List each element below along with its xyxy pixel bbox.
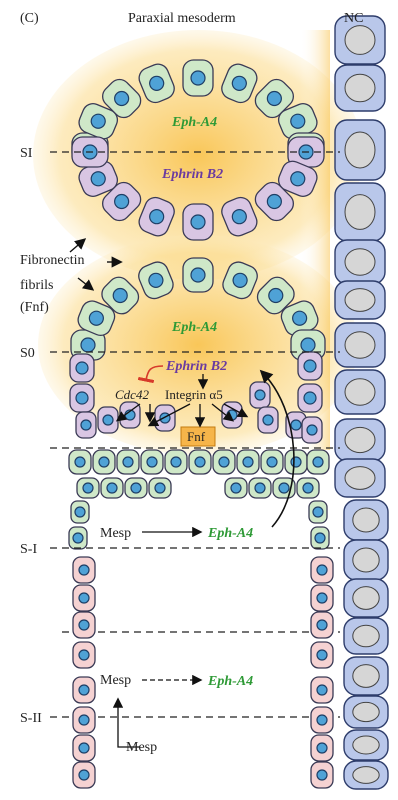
presomitic-cell: [73, 677, 95, 703]
mesp-label-3: Mesp: [126, 740, 157, 755]
neural-crest-cell: [335, 281, 385, 319]
eph-a4-cell: [125, 478, 147, 498]
neural-crest-cell: [335, 419, 385, 461]
presomitic-cell: [311, 557, 333, 583]
presomitic-cell: [73, 642, 95, 668]
ephrin-b2-cell: [250, 382, 270, 408]
neural-crest-cell: [335, 323, 385, 367]
presomitic-cell: [311, 642, 333, 668]
neural-crest-cell: [344, 761, 388, 789]
eph-a4-cell: [225, 478, 247, 498]
presomitic-cell: [311, 612, 333, 638]
neural-crest-cell: [344, 618, 388, 654]
eph-a4-S-II: Eph-A4: [207, 674, 253, 689]
eph-a4-cell: [69, 527, 87, 549]
fnf-box-label: Fnf: [187, 429, 206, 444]
neural-crest-cell: [344, 730, 388, 760]
presomitic-cell: [311, 707, 333, 733]
ephrin-b2-SI: Ephrin B2: [161, 167, 223, 182]
eph-a4-cell: [93, 450, 115, 474]
level-S-II: S-II: [20, 711, 42, 726]
eph-a4-cell: [285, 450, 307, 474]
ephrin-b2-cell: [183, 204, 213, 240]
eph-a4-cell: [237, 450, 259, 474]
neural-crest-cell: [344, 500, 388, 540]
eph-a4-cell: [311, 527, 329, 549]
mesp-label-2: Mesp: [100, 673, 131, 688]
neural-crest-column: [335, 16, 388, 789]
neural-crest-cell: [344, 579, 388, 617]
eph-a4-cell: [101, 478, 123, 498]
neural-crest-cell: [335, 370, 385, 414]
ephrin-b2-cell: [76, 412, 96, 438]
presomitic-cell: [311, 762, 333, 788]
ephrin-b2-cell: [298, 352, 322, 380]
neural-crest-cell: [335, 459, 385, 497]
eph-a4-SI: Eph-A4: [171, 115, 217, 130]
level-S0: S0: [20, 346, 35, 361]
ephrin-b2-cell: [298, 384, 322, 412]
neural-crest-cell: [344, 657, 388, 695]
eph-a4-S0: Eph-A4: [171, 320, 217, 335]
eph-a4-cell: [309, 501, 327, 523]
neural-crest-cell: [335, 183, 385, 241]
ephrin-b2-cell: [155, 405, 175, 431]
level-SI: SI: [20, 146, 33, 161]
neural-crest-cell: [344, 696, 388, 728]
ephrin-b2-cell: [258, 407, 278, 433]
presomitic-cell: [73, 557, 95, 583]
eph-a4-cell: [77, 478, 99, 498]
fibronectin-line-2: fibrils: [20, 278, 53, 293]
eph-a4-cell: [183, 60, 213, 96]
ephrin-b2-S0: Ephrin B2: [165, 359, 227, 374]
eph-a4-cell: [297, 478, 319, 498]
eph-a4-cell: [117, 450, 139, 474]
presomitic-cell: [311, 735, 333, 761]
ephrin-b2-cell: [70, 354, 94, 382]
presomitic-cell: [73, 735, 95, 761]
eph-a4-cell: [69, 450, 91, 474]
paraxial-title: Paraxial mesoderm: [128, 11, 236, 26]
fibronectin-line-1: Fibronectin: [20, 253, 85, 268]
presomitic-cell: [73, 612, 95, 638]
eph-a4-S-I: Eph-A4: [207, 526, 253, 541]
presomitic-cell: [311, 677, 333, 703]
fibronectin-line-3: (Fnf): [20, 300, 49, 315]
neural-crest-cell: [335, 65, 385, 111]
eph-a4-cell: [165, 450, 187, 474]
panel-label: (C): [20, 11, 39, 26]
eph-a4-cell: [149, 478, 171, 498]
presomitic-cell: [73, 585, 95, 611]
eph-a4-cell: [71, 501, 89, 523]
neural-crest-cell: [335, 240, 385, 284]
neural-crest-cell: [344, 540, 388, 580]
mesp-pathway-SII: Mesp Eph-A4 Mesp: [100, 673, 253, 755]
ephrin-b2-cell: [98, 407, 118, 433]
cdc42-label: Cdc42: [115, 387, 149, 402]
eph-a4-cell: [213, 450, 235, 474]
presomitic-cell: [311, 585, 333, 611]
integrin-label: Integrin α5: [165, 387, 223, 402]
eph-a4-cell: [307, 450, 329, 474]
eph-a4-cell: [261, 450, 283, 474]
ephrin-b2-cell: [70, 384, 94, 412]
ephrin-b2-cell: [302, 417, 322, 443]
neural-crest-cell: [335, 120, 385, 180]
eph-a4-cell: [189, 450, 211, 474]
eph-a4-cell: [183, 258, 213, 292]
presomitic-cell: [73, 762, 95, 788]
eph-a4-cell: [141, 450, 163, 474]
mesp-label-1: Mesp: [100, 526, 131, 541]
presomitic-cell: [73, 707, 95, 733]
eph-a4-cell: [249, 478, 271, 498]
nc-title: NC: [344, 11, 363, 26]
level-S-I: S-I: [20, 542, 37, 557]
